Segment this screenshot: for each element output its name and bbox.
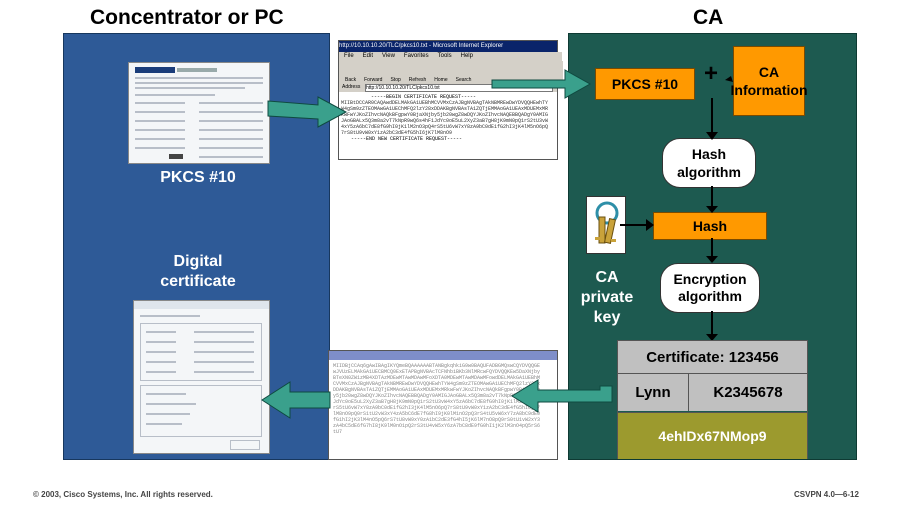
search-button[interactable]: Search (455, 77, 472, 83)
menu-favorites[interactable]: Favorites (403, 53, 429, 59)
certificate-key: K2345678 (689, 374, 807, 411)
connector-hashalg-to-hash (711, 186, 713, 210)
certificate-name: Lynn (618, 374, 689, 411)
certificate-block: Certificate: 123456 Lynn K2345678 4ehIDx… (617, 340, 808, 459)
refresh-button[interactable]: Refresh (408, 77, 427, 83)
forward-button[interactable]: Forward (364, 77, 383, 83)
connector-pkcs-to-hash (711, 98, 713, 136)
connector-encryption-to-cert (711, 311, 713, 340)
home-button[interactable]: Home (434, 77, 448, 83)
arrow-browser-to-ca (491, 69, 592, 99)
arrow-ca-to-text (511, 379, 613, 413)
arrow-form-to-browser (267, 96, 348, 128)
pkcs10-label: PKCS #10 (160, 169, 236, 186)
ca-information-box: CA Information (731, 46, 808, 116)
hash-algorithm-node: Hash algorithm (662, 138, 756, 188)
address-label: Address (342, 84, 361, 90)
ca-private-key-label: CA private key (580, 269, 634, 326)
certificate-signature: 4ehIDx67NMop9 (618, 412, 807, 459)
right-title: CA (693, 6, 724, 29)
ca-pkcs10-box: PKCS #10 (595, 68, 695, 100)
request-begin-line: -----BEGIN CERTIFICATE REQUEST----- (371, 94, 477, 100)
connector-hash-to-encryption (711, 238, 713, 261)
back-button[interactable]: Back (345, 77, 357, 83)
browser-window: http://10.10.10.20/TLC/pkcs10.txt - Micr… (338, 40, 563, 160)
certificate-header: Certificate: 123456 (618, 341, 807, 374)
plus-sign: + (704, 60, 719, 87)
connector-key-to-hash (620, 224, 650, 226)
menu-tools[interactable]: Tools (437, 53, 452, 59)
menu-file[interactable]: File (344, 53, 354, 59)
request-end-line: -----END NEW CERTIFICATE REQUEST----- (351, 136, 463, 142)
keys-icon (586, 196, 626, 254)
stop-button[interactable]: Stop (390, 77, 401, 83)
arrow-text-to-certificate (261, 381, 331, 419)
left-title: Concentrator or PC (90, 6, 284, 29)
menu-view[interactable]: View (382, 53, 395, 59)
menu-help[interactable]: Help (460, 53, 473, 59)
request-body: MIIBtDCCAR0CAQAwdDELMAkGA1UEBhMCVVMxCzAJ… (341, 100, 549, 136)
hash-box: Hash (653, 212, 767, 240)
copyright-footer: © 2003, Cisco Systems, Inc. All rights r… (33, 490, 213, 499)
certificate-text-body: MIIDBjCCAq6gAwIBAgIKYQmeBQAAAAAABTANBgkq… (333, 363, 541, 435)
arrowheads (646, 76, 733, 341)
certificate-dialog-document (133, 300, 270, 454)
encryption-algorithm-node: Encryption algorithm (660, 263, 760, 313)
course-footer: CSVPN 4.0—6-12 (794, 490, 859, 499)
menu-edit[interactable]: Edit (362, 53, 374, 59)
browser-title-bar: http://10.10.10.20/TLC/pkcs10.txt - Micr… (339, 41, 557, 52)
digital-certificate-label: Digital certificate (160, 253, 236, 290)
certificate-text-window: MIIDBjCCAq6gAwIBAgIKYQmeBQAAAAAABTANBgkq… (328, 350, 558, 460)
